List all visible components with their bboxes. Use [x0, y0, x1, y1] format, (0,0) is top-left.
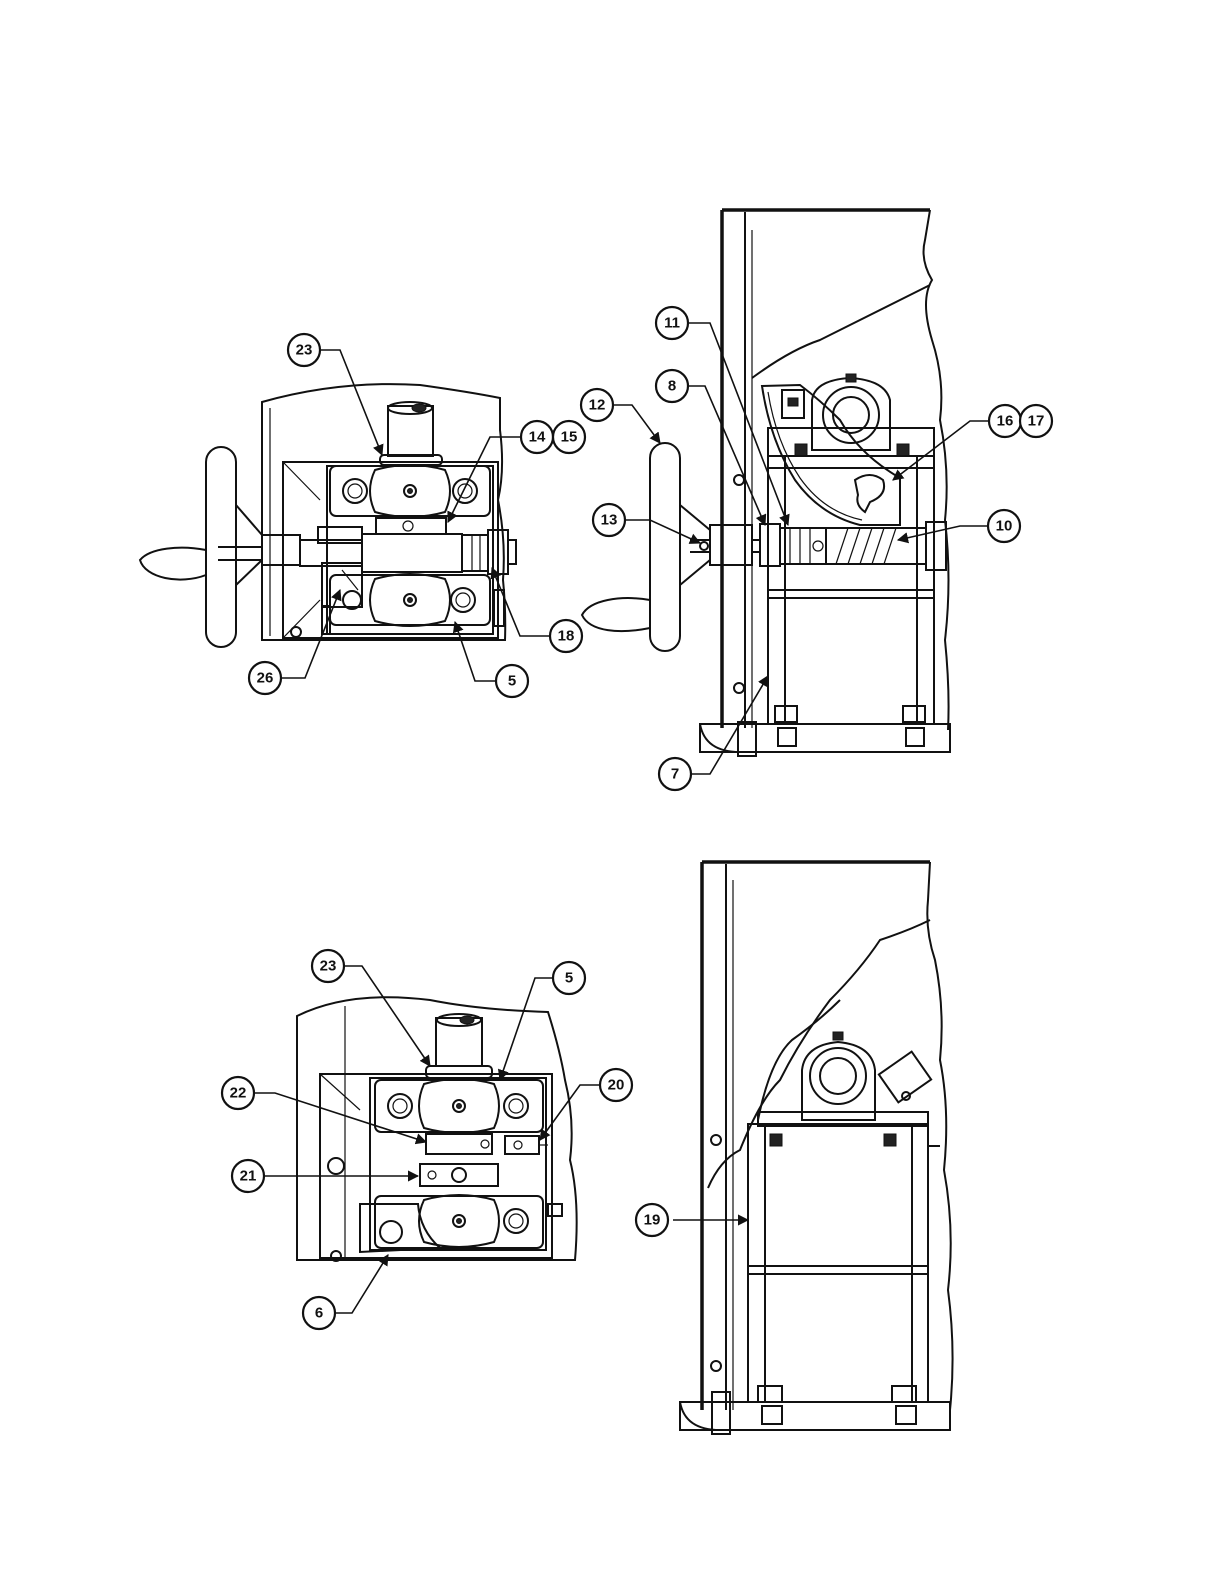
callout-20: 20	[600, 1069, 632, 1101]
callout-label: 20	[608, 1077, 625, 1094]
callout-label: 23	[320, 958, 337, 975]
callout-label: 21	[240, 1168, 257, 1185]
view-side-frame	[680, 862, 953, 1434]
callout-7: 7	[659, 758, 691, 790]
callout-13: 13	[593, 504, 625, 536]
callout-10: 10	[988, 510, 1020, 542]
callout-label: 14	[529, 429, 546, 446]
callout-6: 6	[303, 1297, 335, 1329]
callout-label: 26	[257, 670, 274, 687]
leader-lines	[254, 323, 990, 1313]
callout-label: 16	[997, 413, 1014, 430]
callout-21: 21	[232, 1160, 264, 1192]
callout-16: 16	[989, 405, 1021, 437]
callout-22: 22	[222, 1077, 254, 1109]
callout-12: 12	[581, 389, 613, 421]
callout-label: 23	[296, 342, 313, 359]
callout-label: 7	[671, 766, 679, 783]
callout-17: 17	[1020, 405, 1052, 437]
callout-label: 18	[558, 628, 575, 645]
view-side-gear-drive	[582, 210, 950, 756]
callout-8: 8	[656, 370, 688, 402]
callout-label: 11	[664, 315, 680, 332]
callout-5-top: 5	[496, 665, 528, 697]
view-front-handwheel	[140, 384, 516, 647]
callout-label: 13	[601, 512, 618, 529]
callout-23-bottom: 23	[312, 950, 344, 982]
callout-19: 19	[636, 1204, 668, 1236]
callout-label: 19	[644, 1212, 661, 1229]
callout-label: 5	[508, 673, 516, 690]
callout-15: 15	[553, 421, 585, 453]
callout-14: 14	[521, 421, 553, 453]
callout-label: 8	[668, 378, 676, 395]
callout-18: 18	[550, 620, 582, 652]
callout-label: 22	[230, 1085, 247, 1102]
callout-label: 6	[315, 1305, 323, 1322]
callout-26: 26	[249, 662, 281, 694]
callout-23-top: 23	[288, 334, 320, 366]
callout-label: 15	[561, 429, 578, 446]
callout-label: 12	[589, 397, 606, 414]
callout-5-bottom: 5	[553, 962, 585, 994]
view-front-limit-switch	[297, 997, 577, 1261]
callout-label: 10	[996, 518, 1013, 535]
callout-label: 17	[1028, 413, 1045, 430]
callout-11: 11	[656, 307, 688, 339]
callout-label: 5	[565, 970, 573, 987]
